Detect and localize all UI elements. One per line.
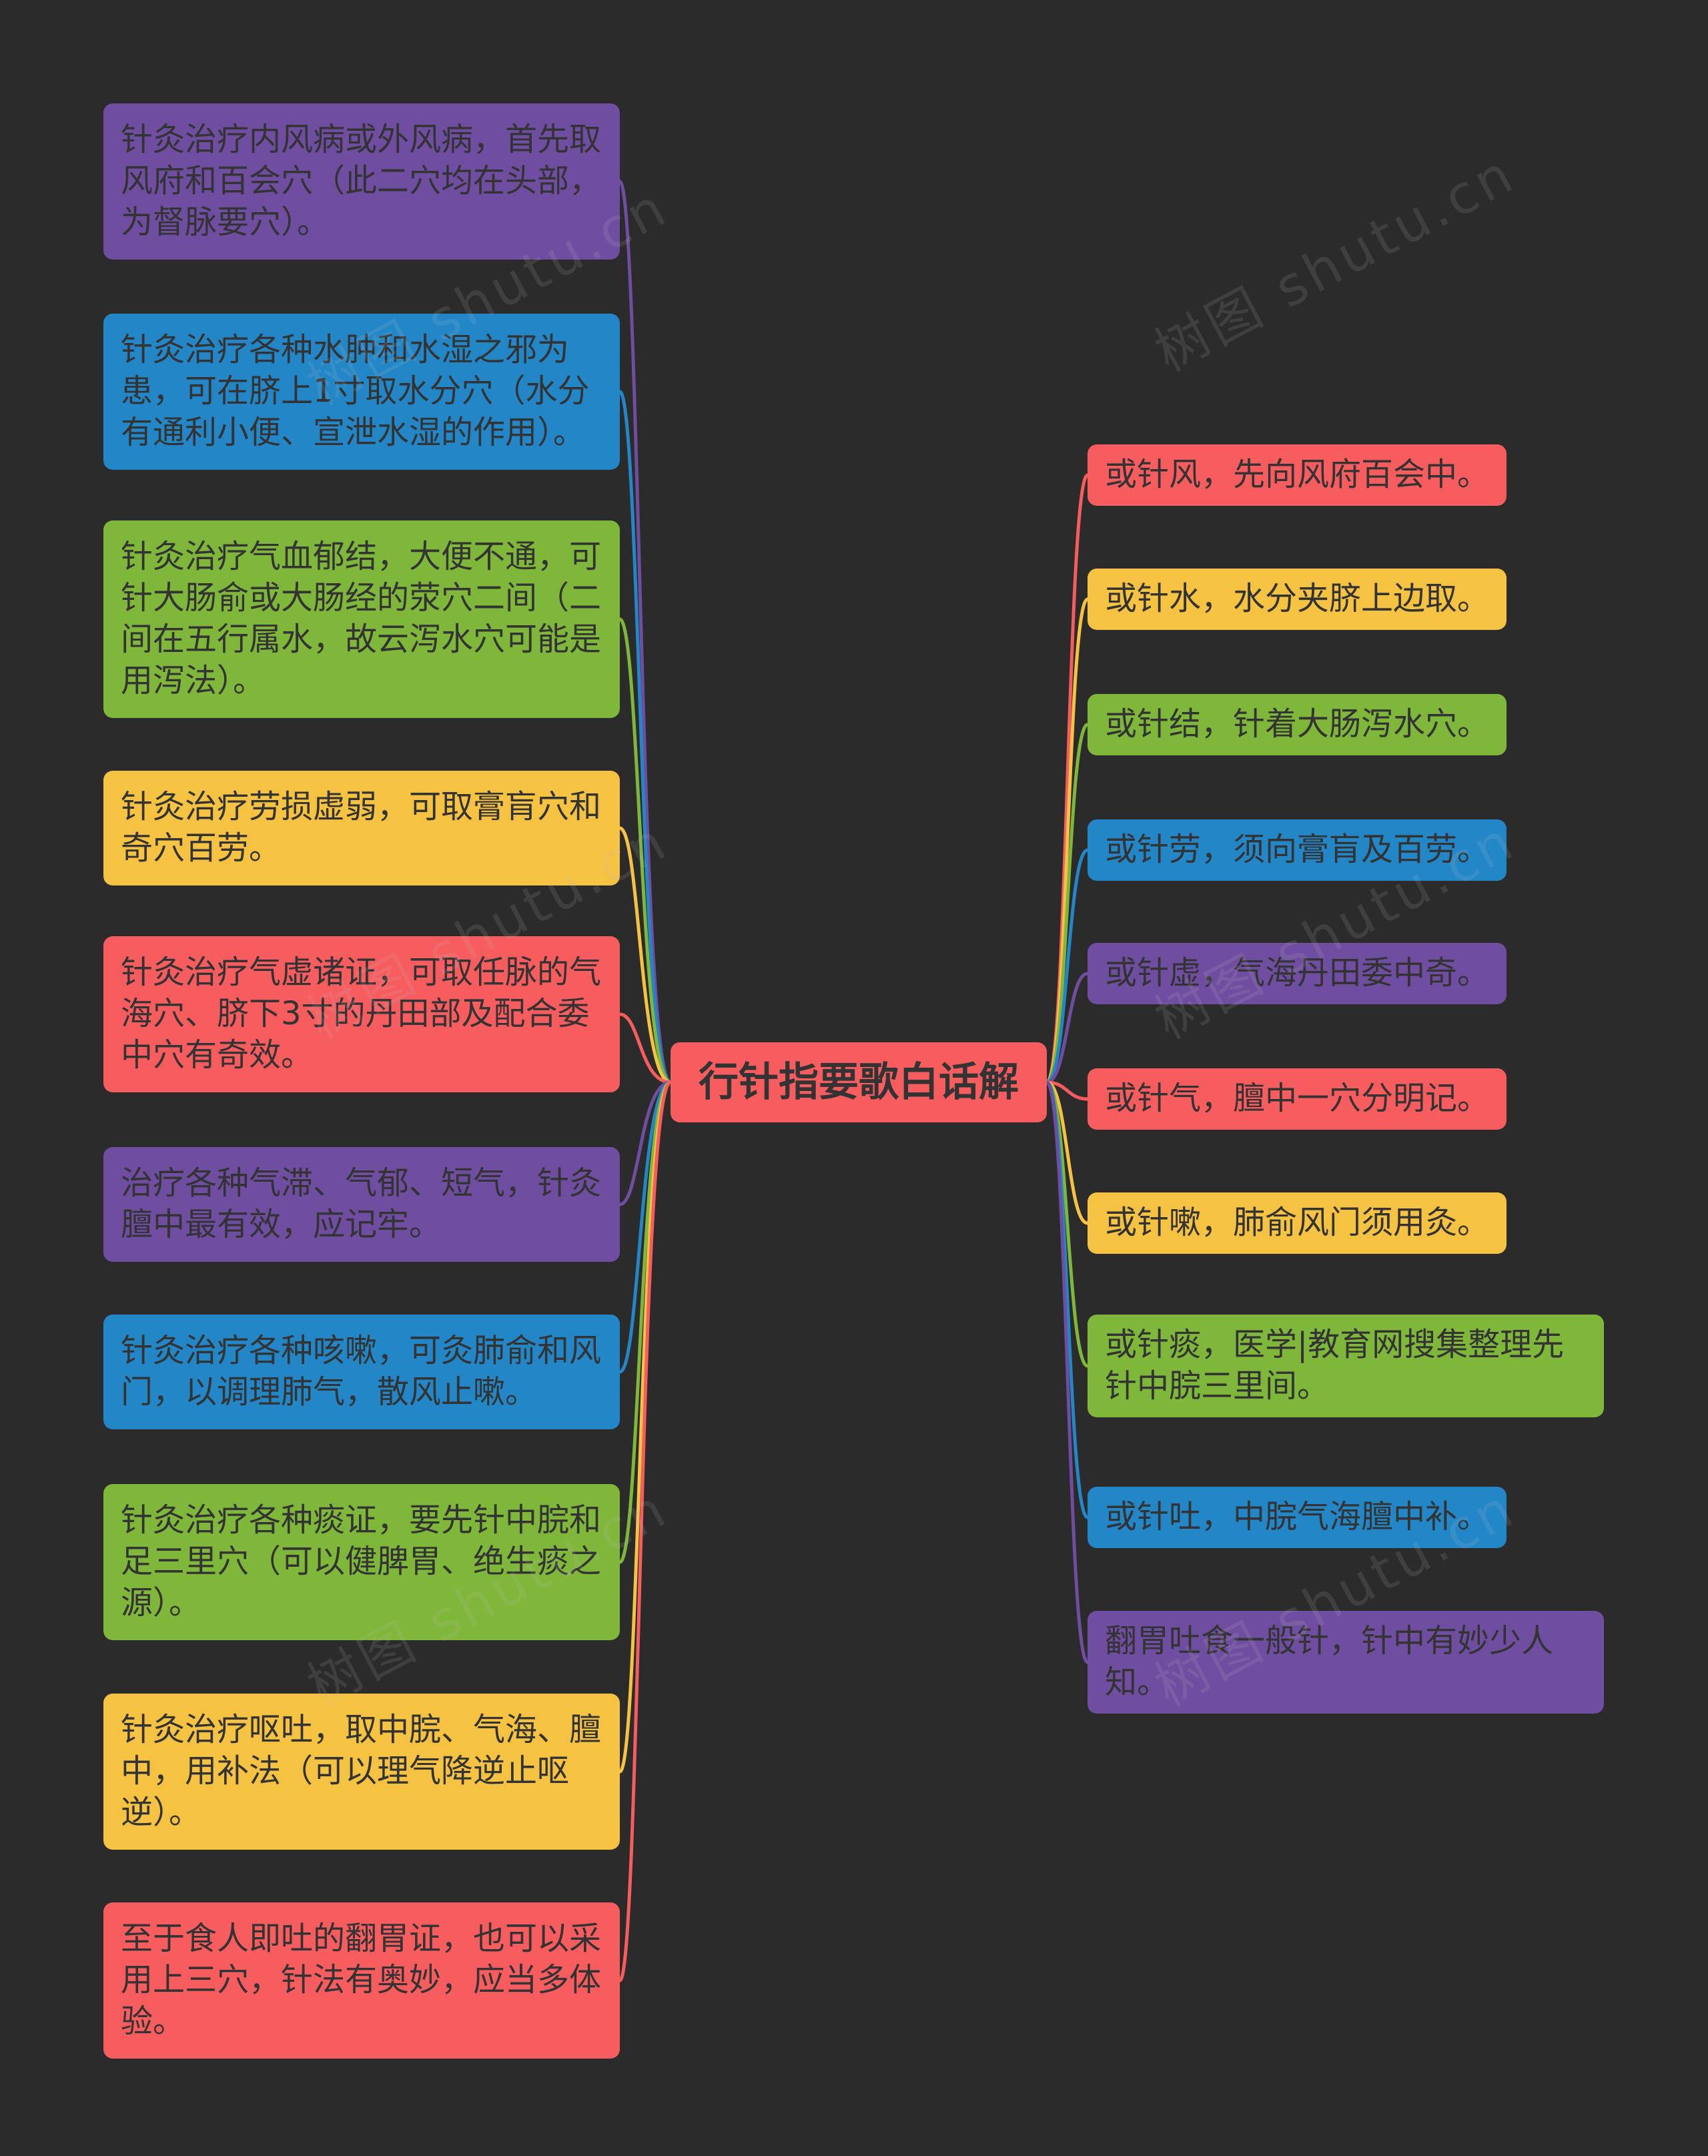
mindmap-node-left[interactable]: 针灸治疗气虚诸证，可取任脉的气海穴、脐下3寸的丹田部及配合委中穴有奇效。 — [103, 936, 620, 1092]
mindmap-node-right[interactable]: 或针气，膻中一穴分明记。 — [1088, 1068, 1507, 1130]
branch-connector — [1045, 723, 1090, 1084]
mindmap-node-left[interactable]: 治疗各种气滞、气郁、短气，针灸膻中最有效，应记牢。 — [103, 1147, 620, 1262]
mindmap-node-left[interactable]: 针灸治疗呕吐，取中脘、气海、膻中，用补法（可以理气降逆止呕逆）。 — [103, 1694, 620, 1850]
branch-connector — [1045, 848, 1090, 1084]
mindmap-node-left[interactable]: 针灸治疗各种痰证，要先针中脘和足三里穴（可以健脾胃、绝生痰之源）。 — [103, 1484, 620, 1640]
mindmap-node-right[interactable]: 或针吐，中脘气海膻中补。 — [1088, 1487, 1507, 1548]
mindmap-node-left[interactable]: 针灸治疗气血郁结，大便不通，可针大肠俞或大肠经的荥穴二间（二间在五行属水，故云泻… — [103, 520, 620, 718]
branch-connector — [618, 1080, 673, 1206]
mindmap-node-right[interactable]: 或针风，先向风府百会中。 — [1088, 444, 1507, 506]
branch-connector — [618, 1080, 673, 1564]
mindmap-node-left[interactable]: 针灸治疗各种咳嗽，可灸肺俞和风门，以调理肺气，散风止嗽。 — [103, 1315, 620, 1429]
mindmap-node-left[interactable]: 针灸治疗内风病或外风病，首先取风府和百会穴（此二穴均在头部，为督脉要穴）。 — [103, 103, 620, 260]
branch-connector — [1045, 1080, 1090, 1664]
mindmap-node-right[interactable]: 翻胃吐食一般针，针中有妙少人知。 — [1088, 1611, 1604, 1714]
center-topic-node[interactable]: 行针指要歌白话解 — [671, 1042, 1047, 1122]
mindmap-node-right[interactable]: 或针嗽，肺俞风门须用灸。 — [1088, 1192, 1507, 1254]
mindmap-node-right[interactable]: 或针结，针着大肠泻水穴。 — [1088, 694, 1507, 755]
mindmap-node-left[interactable]: 至于食人即吐的翻胃证，也可以采用上三穴，针法有奥妙，应当多体验。 — [103, 1902, 620, 2059]
mindmap-node-right[interactable]: 或针痰，医学|教育网搜集整理先针中脘三里间。 — [1088, 1315, 1604, 1417]
branch-connector — [618, 1080, 673, 1374]
mindmap-node-right[interactable]: 或针劳，须向膏肓及百劳。 — [1088, 819, 1507, 881]
mindmap-node-right[interactable]: 或针虚，气海丹田委中奇。 — [1088, 943, 1507, 1004]
branch-connector — [618, 826, 673, 1084]
branch-connector — [618, 1012, 673, 1084]
branch-connector — [1045, 972, 1090, 1084]
mindmap-node-left[interactable]: 针灸治疗各种水肿和水湿之邪为患，可在脐上1寸取水分穴（水分有通利小便、宣泄水湿的… — [103, 314, 620, 470]
mindmap-node-left[interactable]: 针灸治疗劳损虚弱，可取膏肓穴和奇穴百劳。 — [103, 771, 620, 885]
branch-connector — [1045, 1080, 1090, 1225]
branch-connector — [618, 1080, 673, 1983]
mindmap-node-right[interactable]: 或针水，水分夹脐上边取。 — [1088, 569, 1507, 630]
branch-connector — [618, 617, 673, 1084]
branch-connector — [618, 390, 673, 1084]
branch-connector — [1045, 1080, 1090, 1101]
